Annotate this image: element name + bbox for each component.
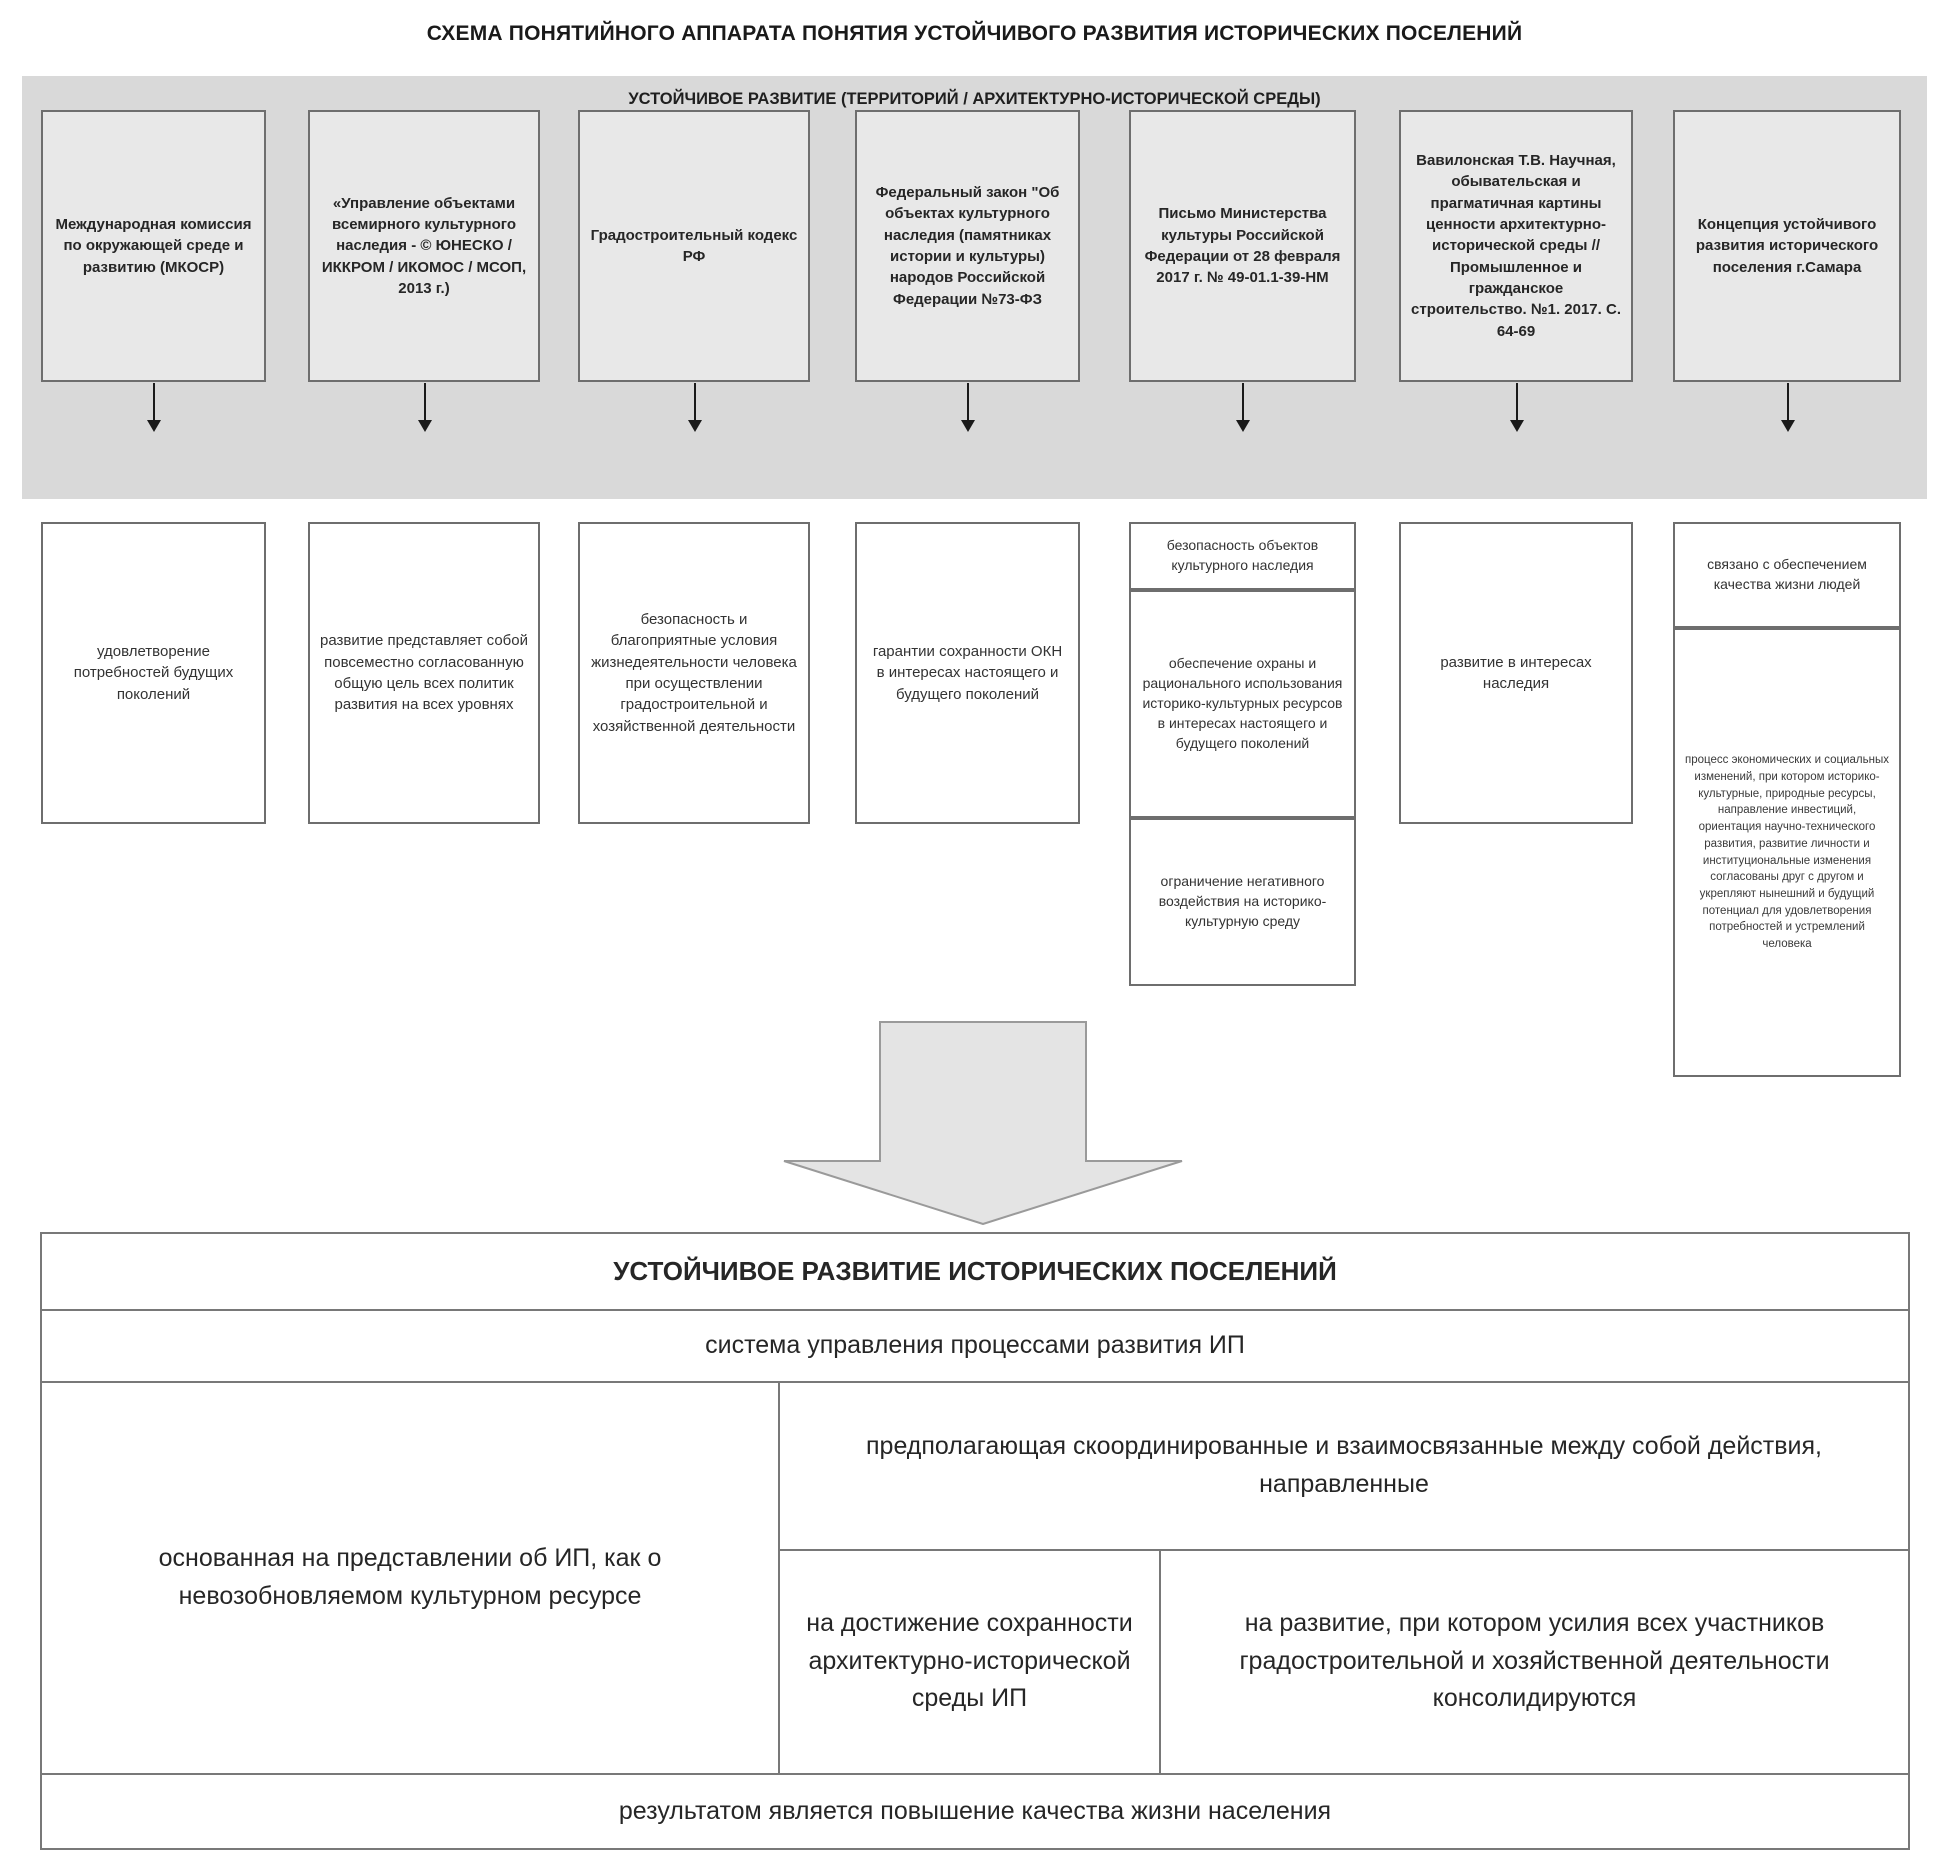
- connector-arrow-4: [961, 383, 975, 432]
- band-heading: УСТОЙЧИВОЕ РАЗВИТИЕ (ТЕРРИТОРИЙ / АРХИТЕ…: [628, 90, 1321, 108]
- result-right-bottom-group: на достижение сохранности архитектурно-и…: [780, 1550, 1908, 1773]
- source-box-vavilonskaya[interactable]: Вавилонская Т.В. Научная, обывательская …: [1399, 110, 1633, 382]
- result-right-top-cell[interactable]: предполагающая скоординированные и взаим…: [780, 1383, 1908, 1551]
- source-box-fz73[interactable]: Федеральный закон "Об объектах культурно…: [855, 110, 1080, 382]
- definition-box-okn-safety[interactable]: безопасность объектов культурного наслед…: [1129, 522, 1356, 590]
- page-title: СХЕМА ПОНЯТИЙНОГО АППАРАТА ПОНЯТИЯ УСТОЙ…: [426, 22, 1523, 45]
- down-block-arrow-icon: [783, 1021, 1183, 1225]
- connector-arrow-6: [1510, 383, 1524, 432]
- result-body-row: основанная на представлении об ИП, как о…: [42, 1382, 1908, 1775]
- result-development-cell[interactable]: на развитие, при котором усилия всех уча…: [1239, 1609, 1830, 1713]
- result-footer: результатом является повышение качества …: [618, 1796, 1332, 1825]
- connector-arrow-1: [147, 383, 161, 432]
- connector-arrow-5: [1236, 383, 1250, 432]
- source-box-unesco[interactable]: «Управление объектами всемирного культур…: [308, 110, 540, 382]
- definition-box-protection-use[interactable]: обеспечение охраны и рационального испол…: [1129, 590, 1356, 818]
- source-box-mkosr[interactable]: Международная комиссия по окружающей сре…: [41, 110, 266, 382]
- result-preservation-cell[interactable]: на достижение сохранности архитектурно-и…: [780, 1550, 1161, 1773]
- connector-arrow-7: [1781, 383, 1795, 432]
- connector-arrow-3: [688, 383, 702, 432]
- definition-box-okn-guarantees[interactable]: гарантии сохранности ОКН в интересах нас…: [855, 522, 1080, 824]
- result-footer-row: результатом является повышение качества …: [42, 1775, 1908, 1849]
- result-subtitle-row: система управления процессами развития И…: [42, 1311, 1908, 1383]
- definition-box-heritage-development[interactable]: развитие в интересах наследия: [1399, 522, 1633, 824]
- source-box-gradkodeks[interactable]: Градостроительный кодекс РФ: [578, 110, 810, 382]
- definition-box-economic-social-process[interactable]: процесс экономических и социальных измен…: [1673, 628, 1901, 1077]
- result-title-row: УСТОЙЧИВОЕ РАЗВИТИЕ ИСТОРИЧЕСКИХ ПОСЕЛЕН…: [42, 1234, 1908, 1311]
- source-box-samara[interactable]: Концепция устойчивого развития историчес…: [1673, 110, 1901, 382]
- definition-box-safe-conditions[interactable]: безопасность и благоприятные условия жиз…: [578, 522, 810, 824]
- connector-arrow-2: [418, 383, 432, 432]
- definition-box-future-needs[interactable]: удовлетворение потребностей будущих поко…: [41, 522, 266, 824]
- result-left-cell[interactable]: основанная на представлении об ИП, как о…: [42, 1382, 780, 1773]
- result-right-group: предполагающая скоординированные и взаим…: [780, 1383, 1908, 1773]
- result-title: УСТОЙЧИВОЕ РАЗВИТИЕ ИСТОРИЧЕСКИХ ПОСЕЛЕН…: [613, 1256, 1337, 1286]
- source-box-minkult[interactable]: Письмо Министерства культуры Российской …: [1129, 110, 1356, 382]
- result-table: УСТОЙЧИВОЕ РАЗВИТИЕ ИСТОРИЧЕСКИХ ПОСЕЛЕН…: [40, 1232, 1910, 1850]
- definition-box-quality-of-life[interactable]: связано с обеспечением качества жизни лю…: [1673, 522, 1901, 628]
- definition-box-limit-impact[interactable]: ограничение негативного воздействия на и…: [1129, 818, 1356, 986]
- result-subtitle: система управления процессами развития И…: [705, 1331, 1245, 1359]
- definition-box-common-goal[interactable]: развитие представляет собой повсеместно …: [308, 522, 540, 824]
